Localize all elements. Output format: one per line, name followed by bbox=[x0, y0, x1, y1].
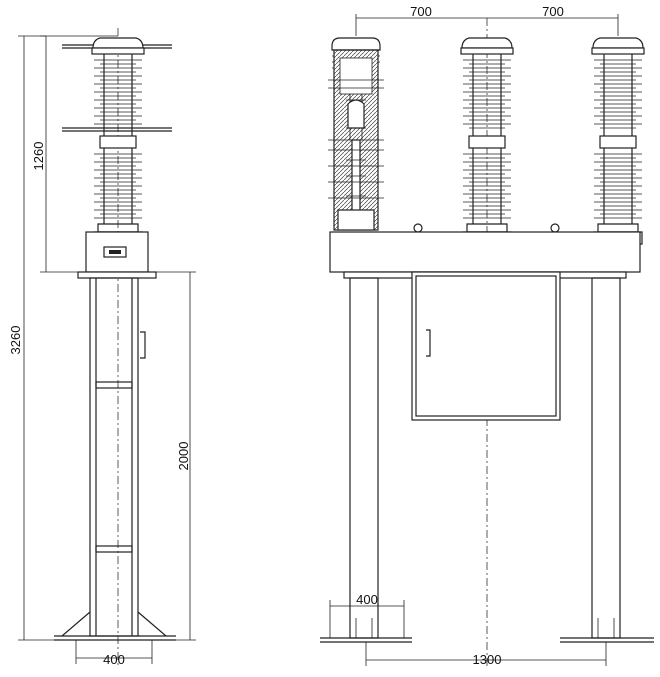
side-base-width-label: 400 bbox=[103, 652, 125, 667]
cabinet-handle bbox=[426, 329, 431, 357]
main-tank bbox=[329, 231, 641, 273]
front-right-leg bbox=[591, 277, 621, 639]
side-handle bbox=[140, 331, 146, 359]
front-base-dimensions bbox=[329, 600, 607, 666]
front-top-dimensions bbox=[355, 14, 619, 36]
front-phase-spacing-left-label: 700 bbox=[410, 4, 432, 19]
side-counter-display bbox=[109, 250, 121, 254]
side-support-column bbox=[89, 277, 139, 637]
front-leg-spacing-label: 1300 bbox=[473, 652, 502, 667]
bushing-phase-c bbox=[591, 37, 645, 245]
front-base-plate-width-label: 400 bbox=[356, 592, 378, 607]
side-leg-height-label: 2000 bbox=[176, 442, 191, 471]
side-counter-window bbox=[103, 246, 127, 258]
side-view: 1260 3260 2000 400 bbox=[8, 28, 196, 667]
control-cabinet bbox=[411, 271, 561, 421]
front-phase-spacing-right-label: 700 bbox=[542, 4, 564, 19]
side-dimensions bbox=[18, 35, 196, 664]
front-view: 700 700 bbox=[320, 4, 654, 668]
front-left-leg bbox=[349, 277, 379, 639]
sectioned-bushing bbox=[328, 37, 384, 231]
side-total-height-label: 3260 bbox=[8, 326, 23, 355]
side-bushing bbox=[62, 37, 172, 245]
side-upper-height-label: 1260 bbox=[31, 142, 46, 171]
